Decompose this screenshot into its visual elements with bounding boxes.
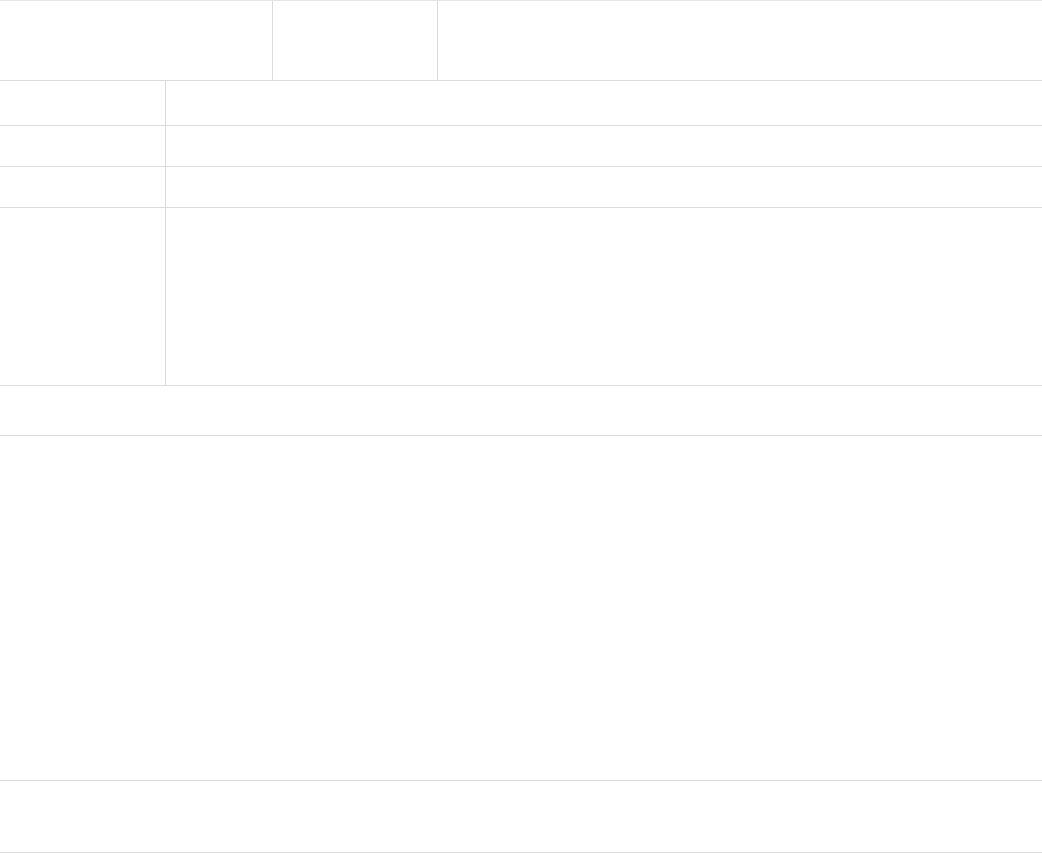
table-row xyxy=(0,81,1042,126)
header-cell-1 xyxy=(0,1,273,80)
header-row xyxy=(0,0,1042,81)
row-value xyxy=(166,208,1042,385)
table-row xyxy=(0,126,1042,167)
table-row xyxy=(0,208,1042,386)
row-value xyxy=(166,126,1042,166)
row-label xyxy=(0,81,166,125)
section-row xyxy=(0,386,1042,436)
header-cell-3 xyxy=(438,1,1042,80)
header-cell-2 xyxy=(273,1,438,80)
row-label xyxy=(0,167,166,207)
content-panel-text xyxy=(0,436,1042,780)
row-label xyxy=(0,208,166,385)
footer-text xyxy=(0,781,1042,852)
section-row-content xyxy=(0,386,1042,435)
row-value xyxy=(166,81,1042,125)
row-label xyxy=(0,126,166,166)
table-row xyxy=(0,167,1042,208)
row-value xyxy=(166,167,1042,207)
content-panel xyxy=(0,436,1042,781)
footer-row xyxy=(0,781,1042,853)
